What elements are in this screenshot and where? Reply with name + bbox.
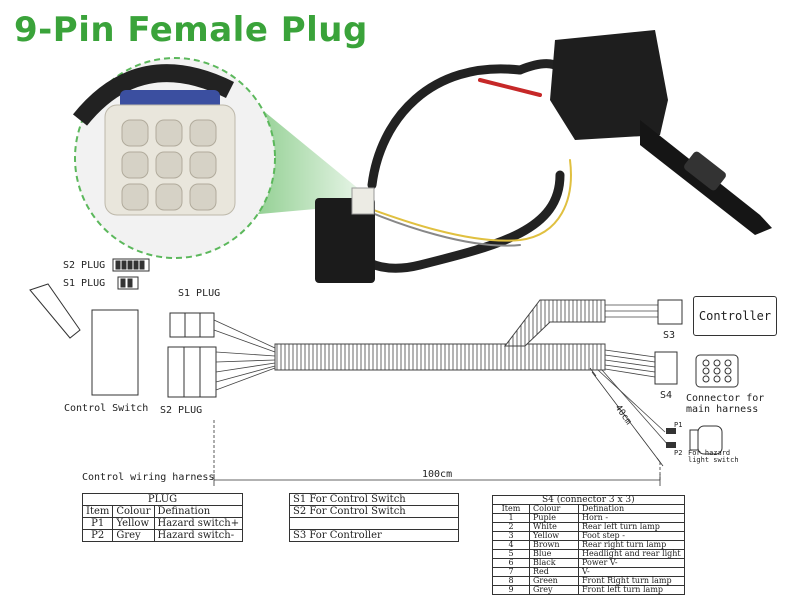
controller-box: Controller (693, 296, 777, 336)
label-hazard: For hazard light switch (688, 449, 739, 464)
main-trunk (274, 343, 606, 371)
table-cell: Hazard switch+ (153, 517, 244, 530)
main-connector-icon (695, 354, 739, 388)
table-cell: S3 For Controller (289, 529, 459, 542)
table-cell: S1 For Control Switch (289, 493, 459, 506)
table-cell: P1 (81, 517, 114, 530)
table-cell: Front left turn lamp (578, 585, 685, 595)
s4-plug (654, 351, 678, 385)
plug-table-caption: PLUG (81, 493, 244, 506)
s2-plug-icon (112, 258, 150, 272)
s2-plug-drawing (167, 346, 217, 398)
label-control-switch: Control Switch (64, 403, 149, 414)
module-box (315, 198, 375, 283)
label-s1-plug: S1 PLUG (178, 288, 221, 299)
table-row: P2 Grey Hazard switch- (81, 529, 244, 542)
s1-plug-icon (117, 276, 139, 290)
table-cell (289, 517, 459, 530)
label-s2-plug: S2 PLUG (160, 405, 203, 416)
table-header: Colour (112, 505, 155, 518)
s4-table: S4 (connector 3 x 3) Item Colour Definat… (492, 495, 685, 595)
label-100cm: 100cm (422, 469, 453, 480)
label-p1: P1 (674, 421, 683, 429)
label-s1-plug-top: S1 PLUG (63, 278, 106, 289)
table-cell: Power V- (578, 558, 685, 568)
s1-plug-drawing (169, 312, 215, 338)
label-s3: S3 (663, 330, 676, 341)
hazard-switch-icon (689, 425, 723, 455)
plug-table: PLUG Item Colour Defination P1 Yellow Ha… (81, 493, 244, 542)
table-cell: Grey (529, 585, 579, 595)
table-cell: P2 (81, 529, 114, 542)
label-control-wiring: Control wiring harness (82, 472, 215, 483)
table-cell: Hazard switch- (153, 529, 244, 542)
harness-photo (347, 59, 572, 273)
table-row: P1 Yellow Hazard switch+ (81, 517, 244, 530)
control-switch-drawing (29, 283, 139, 396)
table-header: Defination (153, 505, 244, 518)
table-row: S2 For Control Switch (289, 505, 459, 518)
table-cell: Yellow (112, 517, 155, 530)
table-cell: Grey (112, 529, 155, 542)
table-row: S3 For Controller (289, 529, 459, 542)
s3-plug (657, 299, 683, 325)
p1-p2-connectors (666, 428, 676, 448)
label-connector-main: Connector for main harness (686, 393, 765, 415)
switch-photo (550, 30, 772, 235)
table-row: S1 For Control Switch (289, 493, 459, 506)
nine-pin-plug-photo (351, 187, 375, 215)
table-cell: S2 For Control Switch (289, 505, 459, 518)
s-table: S1 For Control Switch S2 For Control Swi… (289, 493, 459, 542)
branch-s3 (503, 299, 606, 347)
label-s4: S4 (660, 390, 673, 401)
table-cell: 9 (492, 585, 530, 595)
label-p2: P2 (674, 449, 683, 457)
table-header: Item (81, 505, 114, 518)
zoom-circle (72, 57, 276, 259)
label-s2-plug-top: S2 PLUG (63, 260, 106, 271)
table-row (289, 517, 459, 530)
page-title: 9-Pin Female Plug (14, 10, 368, 50)
